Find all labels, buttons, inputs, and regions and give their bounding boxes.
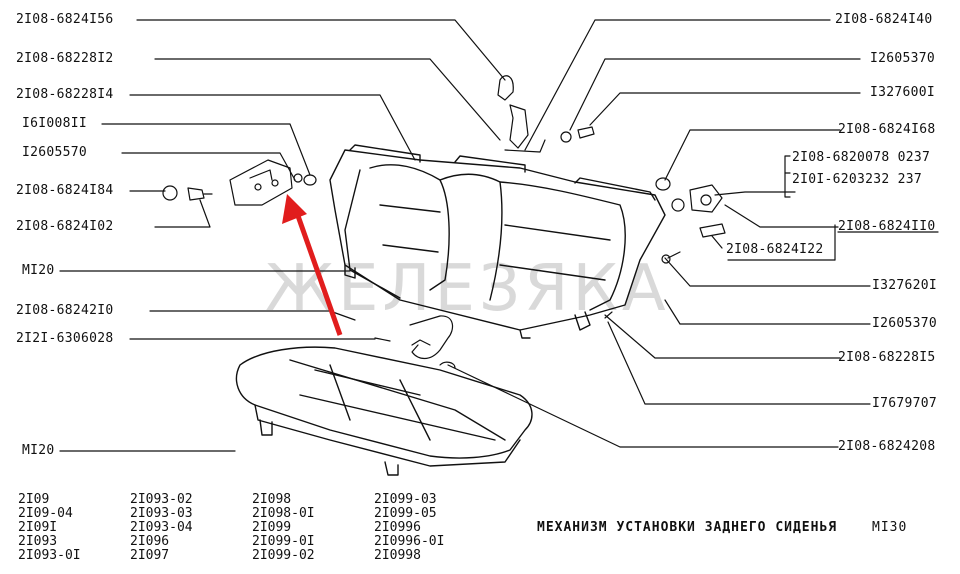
model-code: 2I093-04 (130, 520, 193, 535)
part-label: 2I08-6824I68 (838, 122, 936, 137)
part-label: 2I0I-6203232 237 (792, 172, 923, 187)
fasteners-right (604, 177, 726, 319)
page-id: MI30 (872, 520, 908, 535)
models-column-4: 2I099-03 2I099-05 2I0996 2I0996-0I 2I099… (374, 493, 444, 563)
leader-lines-right (447, 19, 871, 448)
model-code: 2I0998 (374, 548, 421, 563)
model-code: 2I0996 (374, 520, 421, 535)
part-label: 2I08-6820078 0237 (792, 150, 931, 165)
part-label: 2I2I-6306028 (16, 331, 114, 346)
model-code: 2I099-03 (374, 492, 437, 507)
diagram-title: МЕХАНИЗМ УСТАНОВКИ ЗАДНЕГО СИДЕНЬЯ (537, 520, 838, 535)
model-code: 2I096 (130, 534, 170, 549)
model-code: 2I099-0I (252, 534, 315, 549)
model-code: 2I099 (252, 520, 292, 535)
part-label: 2I08-68228I4 (16, 87, 114, 102)
model-code: 2I093-03 (130, 506, 193, 521)
part-label: 2I08-6824II0 (838, 219, 936, 234)
model-code: 2I09-04 (18, 506, 73, 521)
model-code: 2I098-0I (252, 506, 315, 521)
model-code: 2I09 (18, 492, 50, 507)
part-label: MI20 (22, 263, 55, 278)
part-label: 2I08-6824I02 (16, 219, 114, 234)
model-code: 2I093-02 (130, 492, 193, 507)
highlight-arrow (282, 194, 343, 336)
part-label: MI20 (22, 443, 55, 458)
part-label: I327600I (870, 85, 936, 100)
part-label: 2I08-6824I56 (16, 12, 114, 27)
model-code: 2I0996-0I (374, 534, 445, 549)
hinge-bracket (229, 159, 293, 206)
model-code: 2I097 (130, 548, 170, 563)
part-label: I6I008II (22, 116, 88, 131)
fasteners-left (162, 173, 317, 201)
seat-cushion (235, 346, 533, 476)
model-code: 2I093 (18, 534, 58, 549)
leader-lines-left (59, 19, 506, 452)
latch-top (497, 75, 595, 153)
model-code: 2I093-0I (18, 548, 81, 563)
part-label: 2I08-6824I84 (16, 183, 114, 198)
backrest (329, 144, 666, 339)
models-column-3: 2I098 2I098-0I 2I099 2I099-0I 2I099-02 (252, 493, 315, 563)
part-label: 2I08-6824208 (838, 439, 936, 454)
part-label: I2605370 (870, 51, 936, 66)
model-code: 2I09I (18, 520, 58, 535)
part-label: I327620I (872, 278, 938, 293)
models-column-1: 2I09 2I09-04 2I09I 2I093 2I093-0I (18, 493, 81, 563)
part-label: 2I08-68228I5 (838, 350, 936, 365)
part-label: 2I08-68242I0 (16, 303, 114, 318)
part-label: I2605570 (22, 145, 88, 160)
models-column-2: 2I093-02 2I093-03 2I093-04 2I096 2I097 (130, 493, 193, 563)
seat-lock-lever (374, 315, 456, 369)
model-code: 2I099-05 (374, 506, 437, 521)
part-label: I7679707 (872, 396, 938, 411)
model-code: 2I098 (252, 492, 292, 507)
part-label: 2I08-6824I40 (835, 12, 933, 27)
part-label: 2I08-68228I2 (16, 51, 114, 66)
part-label: I2605370 (872, 316, 938, 331)
model-code: 2I099-02 (252, 548, 315, 563)
part-label: 2I08-6824I22 (726, 242, 824, 257)
